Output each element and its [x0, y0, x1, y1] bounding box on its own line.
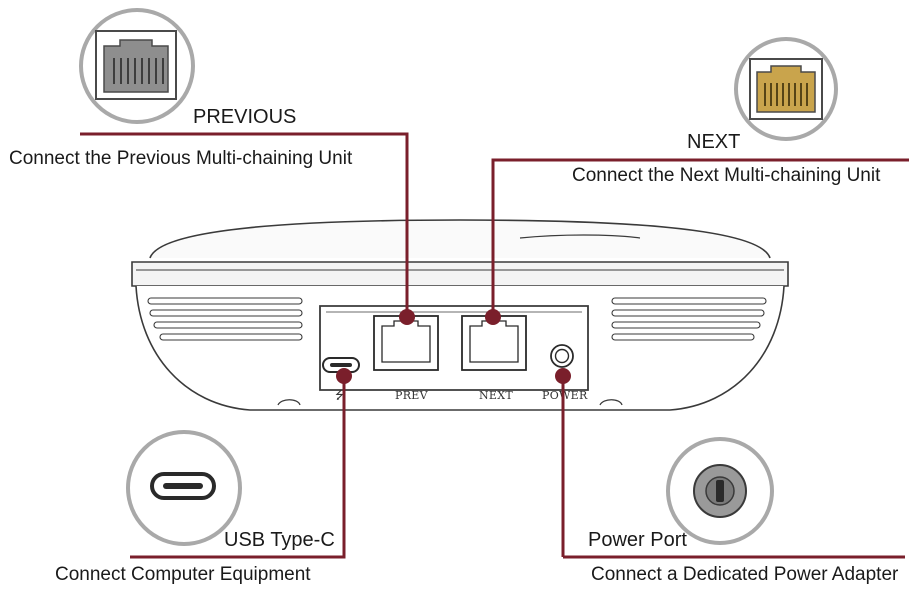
power-title: Power Port [588, 529, 687, 551]
usb-symbol: ⭍ [335, 389, 344, 402]
leader-prev [80, 132, 409, 316]
next-title: NEXT [687, 131, 741, 153]
dot-prev [399, 309, 415, 325]
usb-title: USB Type-C [224, 529, 335, 551]
dc-jack-icon [693, 464, 747, 518]
rj45-gray-icon [95, 30, 177, 100]
port-panel [319, 305, 589, 391]
callout-circle-usb [126, 430, 242, 546]
callout-circle-previous [79, 8, 195, 124]
rj45-gold-icon [749, 58, 823, 120]
callout-circle-power [666, 437, 774, 545]
device-rim [131, 261, 789, 287]
anchor-dots [336, 309, 571, 384]
foot-left [277, 399, 301, 406]
usb-description: Connect Computer Equipment [55, 564, 311, 585]
dot-usb [336, 368, 352, 384]
next-description: Connect the Next Multi-chaining Unit [572, 165, 881, 186]
next-port-label: NEXT [479, 389, 513, 402]
dot-power [555, 368, 571, 384]
power-description: Connect a Dedicated Power Adapter [591, 564, 899, 585]
power-port-label: POWER [542, 389, 588, 402]
dot-next [485, 309, 501, 325]
power-port [550, 344, 574, 368]
callout-circle-next [734, 37, 838, 141]
prev-port-label: PREV [395, 389, 429, 402]
vent-right [611, 297, 767, 341]
vent-left [147, 297, 303, 341]
device-lid [149, 219, 771, 259]
foot-right [599, 399, 623, 406]
usb-c-port [322, 357, 360, 373]
leader-next [491, 158, 909, 316]
leader-lines [80, 132, 909, 559]
previous-title: PREVIOUS [193, 106, 297, 128]
usb-c-icon [150, 472, 216, 500]
leader-usb [130, 376, 346, 559]
prev-port [373, 315, 439, 371]
next-port [461, 315, 527, 371]
previous-description: Connect the Previous Multi-chaining Unit [9, 148, 353, 169]
